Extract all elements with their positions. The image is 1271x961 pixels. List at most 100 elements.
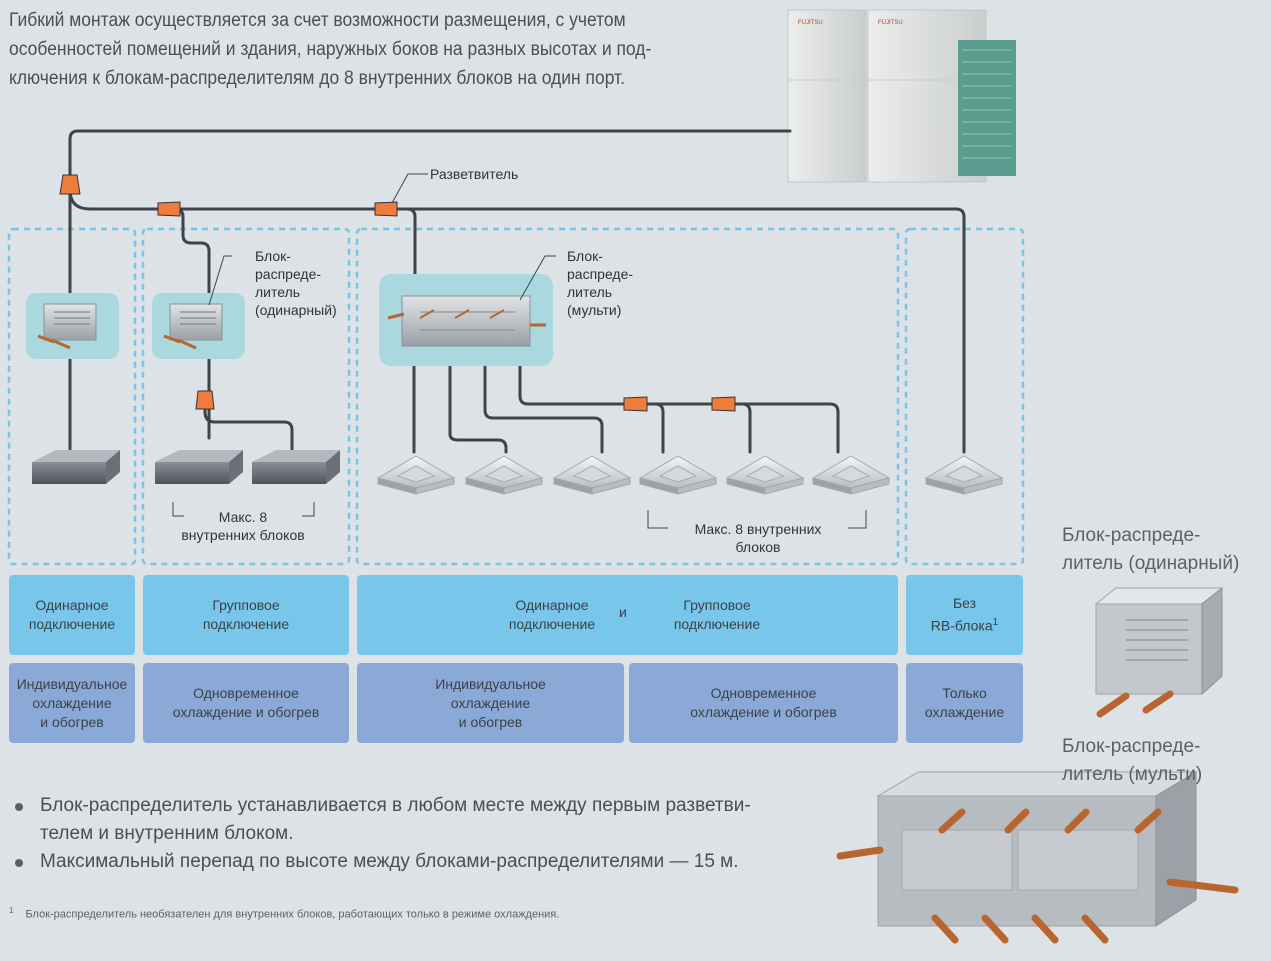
outdoor-brand-label-2: FUJITSU [878, 20, 903, 26]
cassette-unit-icon [638, 455, 718, 495]
rb-single-caption-line: Блок-распреде- [1062, 525, 1201, 546]
conn-group-line: Групповое [212, 597, 280, 613]
mode-individual2-line: Индивидуальное [435, 675, 546, 692]
refrigerant-piping [68, 129, 966, 457]
splitter-icon [623, 396, 648, 412]
splitter-icon [195, 390, 215, 410]
bracket-left [647, 510, 668, 529]
conn-combined-single-line: Одинарное [515, 597, 589, 613]
rb-multi-label-line: (мульти) [567, 302, 622, 318]
rb-multi-label: Блок- распреде- литель (мульти) [567, 247, 633, 319]
footnote-text: Блок-распределитель необязателен для вну… [25, 908, 560, 921]
mode-simultaneous2-line: Одновременное [710, 685, 817, 701]
conn-group-line: подключение [202, 616, 290, 632]
conn-single-line: подключение [28, 616, 116, 632]
splitters [59, 174, 736, 412]
splitter-icon [59, 174, 81, 195]
cassette-unit-icon [552, 455, 632, 495]
conn-no-rb-line: Без [952, 595, 977, 612]
mode-simultaneous-line: Одновременное [193, 685, 299, 701]
bullet-text: Максимальный перепад по высоте между бло… [40, 851, 739, 872]
rb-multi-photo [836, 771, 1239, 944]
outdoor-brand-label: FUJITSU [798, 20, 823, 26]
cassette-unit-icon [924, 455, 1004, 495]
duct-unit-icon [32, 450, 120, 484]
footnote-marker: 1 [992, 617, 999, 629]
max8-multi-line: блоков [735, 539, 781, 555]
conn-combined-group-line: подключение [673, 616, 761, 632]
cassette-unit-icon [376, 455, 456, 495]
max8-group-line: Макс. 8 [218, 509, 268, 525]
rb-single-unit-group [152, 293, 245, 359]
intro-paragraph: Гибкий монтаж осуществляется за счет воз… [9, 6, 740, 93]
rb-multi-label-line: литель [567, 284, 613, 300]
mode-simultaneous2-line: охлаждение и обогрев [690, 704, 837, 720]
zone-no-rb [904, 227, 1025, 566]
splitter-icon [374, 201, 398, 217]
bracket-right [302, 502, 315, 517]
conn-group: Групповое подключение [143, 575, 349, 655]
rb-single-label-line: литель [255, 284, 301, 300]
mode-cooling-only: Только охлаждение [906, 663, 1023, 743]
mode-simultaneous: Одновременное охлаждение и обогрев [143, 663, 349, 743]
splitter-label: Разветвитель [430, 166, 518, 182]
mode-cooling-only-line: Только [942, 685, 987, 701]
rb-single-label-line: распреде- [255, 266, 322, 282]
rb-multi-label-line: Блок- [567, 248, 603, 264]
mode-individual-line: и обогрев [40, 713, 104, 730]
conn-combined-single-line: подключение [508, 616, 596, 632]
rb-single-label-line: Блок- [255, 248, 291, 264]
conn-combined-single: Одинарное подключение [487, 596, 617, 634]
intro-line-1: Гибкий монтаж осуществляется за счет воз… [9, 10, 626, 31]
duct-unit-icon [252, 450, 340, 484]
bullet-item: Блок-распределитель устанавливается в лю… [12, 792, 832, 848]
max8-multi-label: Макс. 8 внутренних блоков [670, 520, 846, 556]
rb-multi-caption: Блок-распреде- литель (мульти) [1062, 733, 1202, 789]
mode-individual2-line: охлаждение [450, 694, 531, 711]
mode-simultaneous-line: охлаждение и обогрев [172, 704, 320, 720]
rb-single-label-line: (одинарный) [255, 302, 337, 318]
rb-single-caption-line: литель (одинарный) [1062, 553, 1240, 574]
conn-no-rb: Без RB-блока1 [906, 575, 1023, 655]
rb-single-label: Блок- распреде- литель (одинарный) [255, 247, 337, 319]
bullet-text: телем и внутренним блоком. [40, 823, 294, 844]
rb-single-unit [26, 293, 119, 359]
conn-combined-and: и [619, 604, 627, 620]
cassette-unit-icon [811, 455, 891, 495]
duct-unit-icon [155, 450, 243, 484]
mode-individual-line: охлаждение [32, 694, 112, 711]
max8-group-line: внутренних блоков [181, 527, 305, 543]
mode-individual: Индивидуальное охлаждение и обогрев [9, 663, 135, 743]
zone-multi [355, 227, 900, 566]
intro-line-3: ключения к блокам-распределителям до 8 в… [9, 68, 625, 89]
mode-individual2-line: и обогрев [458, 713, 523, 730]
conn-no-rb-text: RB-блока [930, 617, 993, 634]
max8-multi-line: Макс. 8 внутренних [694, 521, 822, 537]
zone-group [141, 227, 351, 566]
bullet-item: Максимальный перепад по высоте между бло… [12, 848, 832, 876]
rb-single-caption: Блок-распреде- литель (одинарный) [1062, 522, 1239, 578]
cassette-unit-icon [725, 455, 805, 495]
bullet-text: Блок-распределитель устанавливается в лю… [40, 795, 751, 816]
zone-single [7, 227, 137, 566]
cassette-unit-icon [464, 455, 544, 495]
cassette-indoor-units [376, 455, 1004, 495]
duct-indoor-units [32, 450, 340, 484]
splitter-icon [157, 201, 181, 217]
splitter-icon [711, 396, 736, 412]
conn-combined: Одинарное подключение и Групповое подклю… [357, 575, 898, 655]
rb-multi-label-line: распреде- [567, 266, 634, 282]
conn-single-line: Одинарное [35, 597, 109, 613]
conn-combined-group: Групповое подключение [652, 596, 782, 634]
bracket-left [172, 502, 184, 517]
rb-multi-unit [379, 274, 553, 366]
rb-multi-caption-line: Блок-распреде- [1062, 736, 1201, 757]
bullet-list: Блок-распределитель устанавливается в лю… [12, 792, 832, 876]
outdoor-unit: FUJITSU FUJITSU [787, 9, 1016, 183]
mode-simultaneous-2: Одновременное охлаждение и обогрев [629, 663, 898, 743]
rb-multi-caption-line: литель (мульти) [1062, 764, 1203, 785]
mode-cooling-only-line: охлаждение [924, 704, 1005, 720]
intro-line-2: особенностей помещений и здания, наружны… [9, 39, 652, 60]
